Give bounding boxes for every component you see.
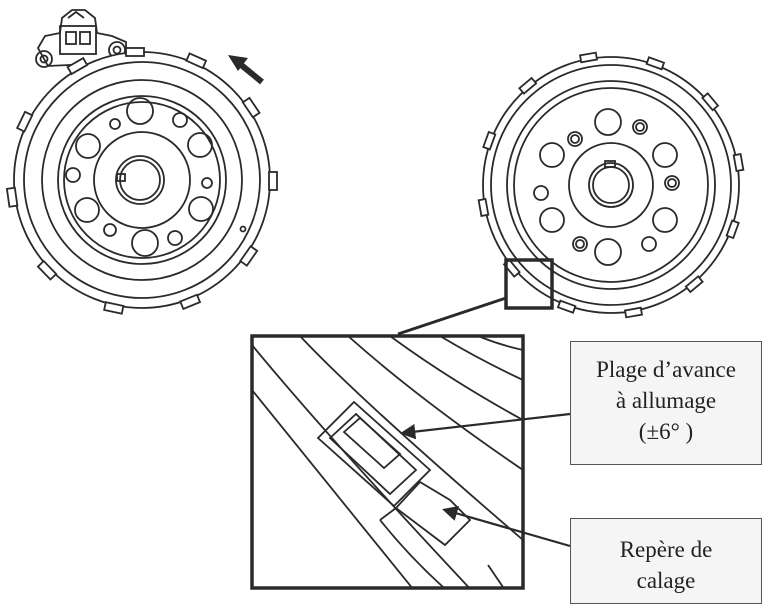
rotation-direction-arrow-icon (228, 55, 264, 85)
callout-arrow-advance (399, 412, 571, 440)
timing-mark-callout: Repère de calage (570, 518, 762, 604)
zoom-source-box (504, 258, 554, 310)
advance-range-line1: Plage d’avance (596, 357, 736, 382)
left-flywheel (5, 9, 278, 315)
callout-arrow-timing (442, 506, 571, 548)
zoom-connector-line (397, 296, 507, 336)
zoom-detail-view (250, 334, 525, 590)
advance-range-line3: (±6° ) (638, 419, 694, 444)
timing-mark-line2: calage (636, 568, 696, 593)
timing-mark-line1: Repère de (619, 537, 713, 562)
right-flywheel (477, 51, 745, 319)
advance-range-callout: Plage d’avance à allumage (±6° ) (570, 341, 762, 465)
left-rim-teeth (5, 47, 278, 315)
right-rim-teeth (477, 51, 745, 319)
advance-range-line2: à allumage (615, 388, 717, 413)
